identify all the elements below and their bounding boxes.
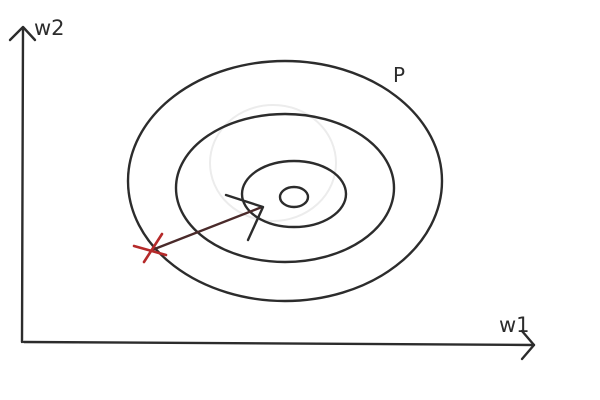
faint-circle (209, 104, 337, 222)
x-mark-icon (132, 232, 168, 264)
x-axis-label: w1 (499, 313, 530, 337)
contour-center (278, 185, 310, 209)
y-axis-label: w2 (34, 16, 65, 40)
arrow-icon (150, 193, 265, 252)
contour-middle (174, 112, 396, 264)
y-axis (8, 25, 37, 344)
x-axis (22, 329, 536, 361)
contour-label: P (393, 63, 405, 87)
contour-inner (240, 159, 348, 229)
contour-outer (126, 59, 444, 303)
